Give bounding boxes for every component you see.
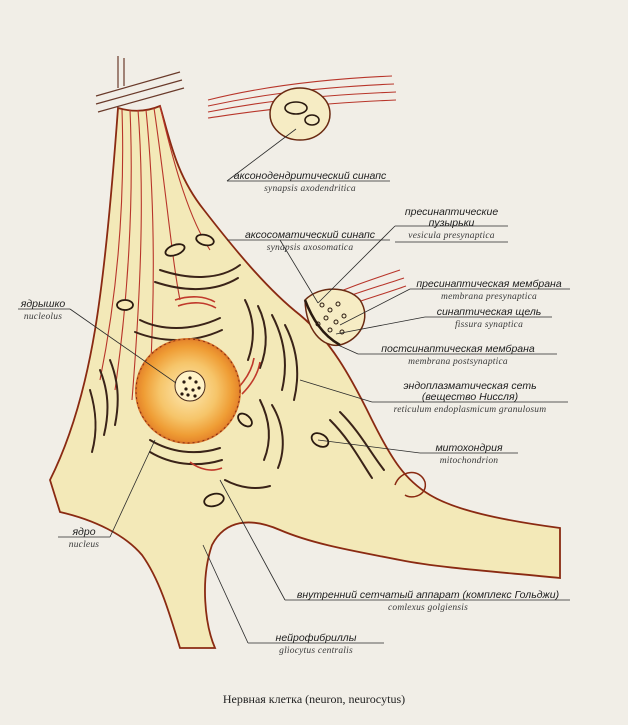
label-cleft-ru: синаптическая щель xyxy=(436,306,542,318)
right-dendrite-loop xyxy=(394,471,427,498)
label-neurofibrils-la: gliocytus centralis xyxy=(279,646,353,656)
label-er-la: reticulum endoplasmicum granulosum xyxy=(393,405,547,415)
label-axosomatic-ru: аксосоматический синапс xyxy=(244,229,376,241)
label-axodendritic-ru: аксонодендритический синапс xyxy=(233,170,387,182)
label-presyn-membrane-ru: пресинаптическая мембрана xyxy=(416,278,562,290)
dendrite-stub xyxy=(95,56,185,113)
label-nucleolus-la: nucleolus xyxy=(23,312,63,322)
label-neurofibrils-ru: нейрофибриллы xyxy=(275,632,357,644)
label-vesicles-ru-2: пузырьки xyxy=(428,217,475,229)
golgi-complex xyxy=(174,296,261,471)
cell-body xyxy=(49,104,561,649)
nucleolus xyxy=(174,370,206,402)
label-nucleolus-ru: ядрышко xyxy=(20,298,66,310)
synaptic-vesicles xyxy=(315,301,347,335)
label-golgi-la: comlexus golgiensis xyxy=(387,603,469,613)
mitochondria xyxy=(116,233,330,508)
leader-lines xyxy=(18,128,570,644)
dendrite-fibers xyxy=(99,105,211,401)
label-vesicles-ru-1: пресинаптические xyxy=(404,206,499,218)
label-nucleus-la: nucleus xyxy=(68,540,100,550)
label-cleft-la: fissura synaptica xyxy=(454,320,524,330)
label-axodendritic-la: synapsis axodendritica xyxy=(264,184,356,194)
label-presyn-membrane-la: membrana presynaptica xyxy=(441,292,537,302)
figure-caption: Нервная клетка (neuron, neurocytus) xyxy=(222,692,406,706)
label-mito-la: mitochondrion xyxy=(439,456,499,466)
nucleolus-granules xyxy=(180,376,201,398)
label-vesicles-la: vesicula presynaptica xyxy=(408,231,495,241)
label-postsyn-membrane-ru: постсинаптическая мембрана xyxy=(381,343,535,355)
postsynaptic-membrane xyxy=(303,299,341,347)
label-axosomatic-la: synapsis axosomatica xyxy=(266,243,354,253)
label-nucleus-ru: ядро xyxy=(72,526,96,538)
label-mito-ru: митохондрия xyxy=(435,442,503,454)
label-postsyn-membrane-la: membrana postsynaptica xyxy=(408,357,508,367)
label-golgi-ru: внутренний сетчатый аппарат (комплекс Го… xyxy=(296,589,560,601)
nissl-strands xyxy=(89,264,385,489)
terminal-mitochondria xyxy=(284,101,320,126)
nucleus-envelope xyxy=(135,338,241,444)
label-er-ru-1: эндоплазматическая сеть xyxy=(403,380,537,392)
label-er-ru-2: (вещество Ниссля) xyxy=(421,391,519,403)
